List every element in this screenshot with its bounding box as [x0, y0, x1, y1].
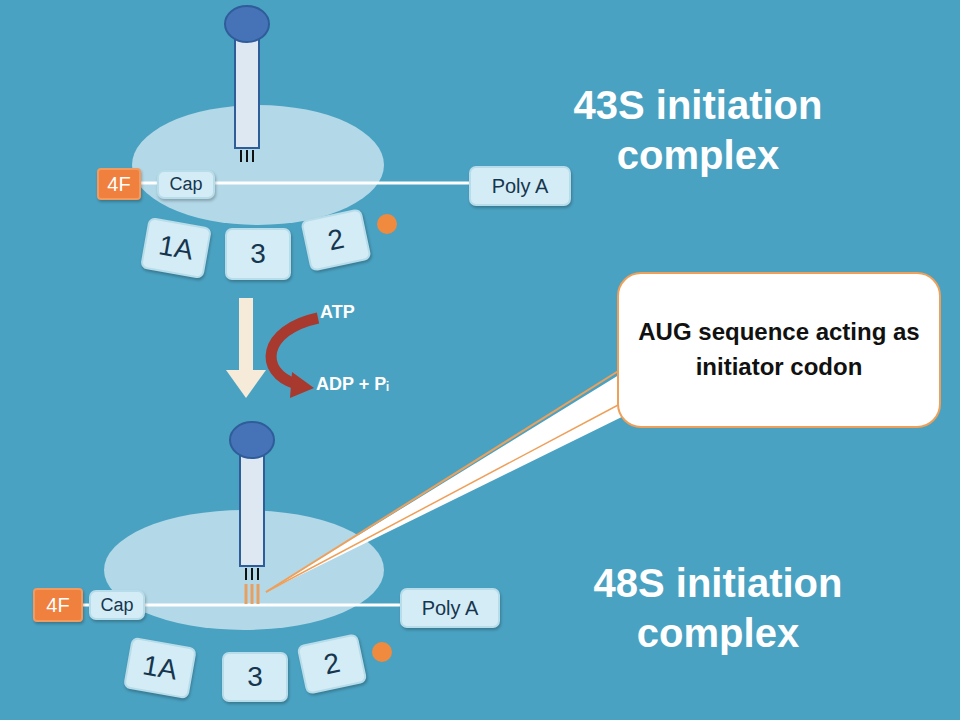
callout-tail [266, 362, 640, 592]
cap-box: Cap [89, 590, 145, 620]
trna-stem [235, 36, 259, 148]
node-text: 3 [247, 661, 263, 693]
node-text: Poly A [492, 175, 549, 198]
node-text: 2 [321, 647, 343, 682]
complex-title: 43S initiation complex [540, 80, 856, 180]
node-text: 1A [156, 229, 195, 266]
process-arrow [239, 298, 253, 372]
aug-codon [246, 584, 258, 604]
energy-label: ADP + Pᵢ [316, 374, 416, 396]
complex-title: 48S initiation complex [560, 558, 876, 658]
node-text: AUG sequence acting as initiator codon [635, 315, 923, 385]
node-text: 3 [250, 238, 266, 270]
node-text: 2 [325, 223, 347, 258]
process-arrowhead [226, 370, 266, 398]
energy-label: ATP [320, 302, 380, 324]
gtp-dot [372, 642, 392, 662]
factor-box: 1A [140, 217, 212, 279]
node-text: Poly A [422, 597, 479, 620]
trna-head [225, 6, 269, 42]
node-text: Cap [100, 595, 133, 616]
factor-box: 4F [97, 168, 141, 200]
trna-head [230, 422, 274, 458]
factor-box: 3 [222, 652, 288, 702]
factor-box: 3 [225, 228, 291, 280]
node-text: 4F [107, 173, 130, 196]
polya-box: Poly A [469, 166, 571, 206]
callout-box: AUG sequence acting as initiator codon [617, 272, 941, 428]
callout-leader [266, 404, 620, 592]
cap-box: Cap [157, 170, 215, 199]
node-text: Cap [169, 174, 202, 195]
anticodon [241, 150, 253, 162]
polya-box: Poly A [400, 588, 500, 628]
trna-stem [240, 452, 264, 566]
factor-box: 4F [33, 588, 83, 622]
energy-arrowhead [290, 372, 314, 398]
anticodon [246, 568, 258, 580]
callout-leader [266, 370, 620, 592]
gtp-dot [377, 214, 397, 234]
node-text: 1A [140, 649, 179, 686]
node-text: 4F [46, 594, 69, 617]
factor-box: 1A [123, 637, 197, 700]
